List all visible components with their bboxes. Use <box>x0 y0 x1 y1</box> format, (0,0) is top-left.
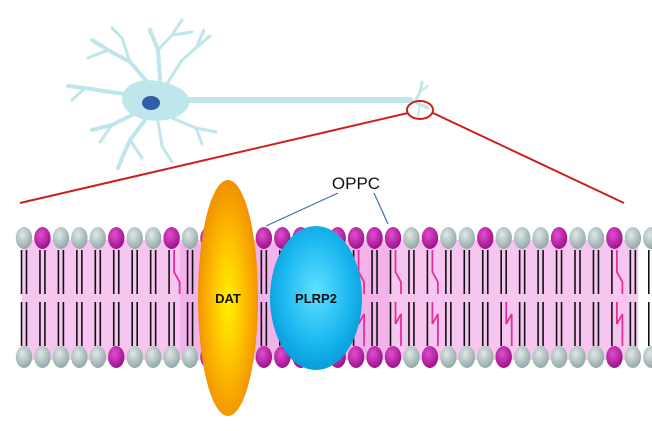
oppc-leader-left <box>265 192 339 227</box>
lipid-head-gray <box>624 346 642 368</box>
lipid-head-magenta <box>255 346 273 368</box>
lipid-head-gray <box>52 227 70 249</box>
lipid-head-gray <box>643 346 652 368</box>
lipid-head-gray <box>403 346 420 368</box>
lipid-head-gray <box>532 346 549 368</box>
lipid-head-gray <box>15 346 33 368</box>
lipid-head-magenta <box>495 346 512 368</box>
lipid-head-gray <box>181 346 199 368</box>
lipid-head-magenta <box>384 227 402 249</box>
lipid-head-magenta <box>366 346 383 368</box>
lipid-head-gray <box>550 346 568 368</box>
lipid-head-gray <box>458 346 475 368</box>
lipid-head-gray <box>587 227 605 249</box>
lipid-head-gray <box>71 227 88 249</box>
lipid-head-magenta <box>384 346 402 368</box>
zoom-circle <box>406 100 434 120</box>
lipid-head-gray <box>477 346 494 368</box>
lipid-head-magenta <box>108 346 125 368</box>
lipid-tail-unsaturated <box>616 250 624 294</box>
lipid-tail-unsaturated <box>431 250 439 294</box>
lipid-head-gray <box>15 227 33 249</box>
lipid-head-magenta <box>550 227 568 249</box>
lipid-head-gray <box>126 227 143 249</box>
lipid-head-gray <box>144 346 162 368</box>
lipid-head-magenta <box>421 227 439 249</box>
lipid-tail-unsaturated <box>357 250 366 294</box>
lipid-head-magenta <box>477 227 494 249</box>
nucleus <box>142 96 160 110</box>
dat-protein <box>198 180 258 416</box>
lipid-head-gray <box>440 227 457 249</box>
lipid-head-gray <box>181 227 199 249</box>
lipid-head-gray <box>458 227 475 249</box>
lipid-head-magenta <box>347 346 365 368</box>
lipid-head-magenta <box>163 227 180 249</box>
lipid-head-magenta <box>366 227 383 249</box>
oppc-label: OPPC <box>332 174 380 193</box>
lipid-head-gray <box>126 346 143 368</box>
plrp2-protein <box>270 226 362 370</box>
lipid-head-gray <box>71 346 88 368</box>
lipid-head-magenta <box>34 227 51 249</box>
dat-label: DAT <box>215 291 241 306</box>
lipid-head-gray <box>513 346 531 368</box>
lipid-head-gray <box>587 346 605 368</box>
lipid-head-magenta <box>606 346 623 368</box>
lipid-head-gray <box>513 227 531 249</box>
lipid-head-gray <box>89 227 107 249</box>
lipid-tail-unsaturated <box>173 250 181 294</box>
lipid-head-magenta <box>347 227 365 249</box>
zoom-line-left <box>19 112 409 204</box>
lipid-head-gray <box>569 227 586 249</box>
lipid-head-magenta <box>108 227 125 249</box>
neuron-illustration <box>66 18 430 170</box>
plrp2-label: PLRP2 <box>295 291 337 306</box>
zoom-line-right <box>432 112 625 204</box>
lipid-head-gray <box>643 227 652 249</box>
lipid-head-gray <box>569 346 586 368</box>
lipid-head-gray <box>403 227 420 249</box>
lipid-head-gray <box>532 227 549 249</box>
lipid-head-gray <box>440 346 457 368</box>
lipid-head-magenta <box>421 346 439 368</box>
lipid-head-gray <box>144 227 162 249</box>
lipid-tail-unsaturated <box>394 250 402 294</box>
lipid-tail-unsaturated <box>505 302 513 346</box>
lipid-head-magenta <box>255 227 273 249</box>
lipid-head-gray <box>34 346 51 368</box>
lipid-tail-unsaturated <box>394 302 402 346</box>
lipid-head-gray <box>89 346 107 368</box>
lipid-head-magenta <box>606 227 623 249</box>
lipid-tail-unsaturated <box>431 302 439 346</box>
lipid-head-gray <box>163 346 180 368</box>
lipid-head-gray <box>495 227 512 249</box>
lipid-tail-unsaturated <box>616 302 624 346</box>
oppc-leader-right <box>373 192 389 225</box>
lipid-head-gray <box>52 346 70 368</box>
lipid-head-gray <box>624 227 642 249</box>
